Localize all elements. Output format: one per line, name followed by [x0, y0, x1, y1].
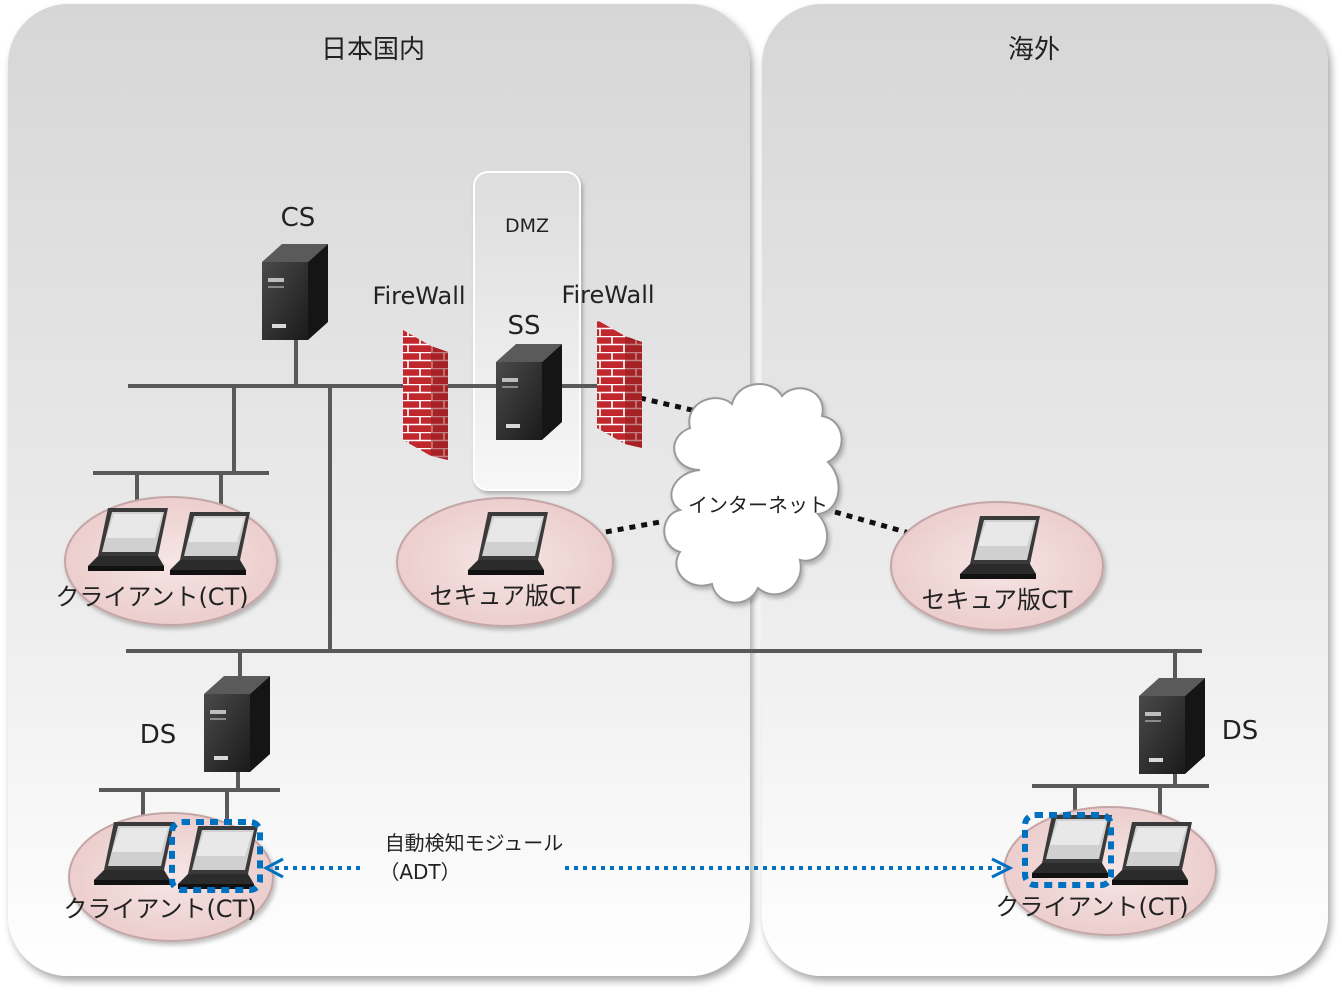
adt-arrows: [262, 857, 1014, 879]
firewall-right-icon: [597, 320, 642, 448]
client-group-label: クライアント(CT): [995, 893, 1188, 921]
firewall-left-icon: [403, 330, 448, 460]
cs-server-icon: [262, 244, 328, 340]
ss-label: SS: [507, 311, 540, 341]
region-overseas-label: 海外: [1008, 35, 1060, 65]
firewall-left-label: FireWall: [372, 282, 465, 310]
adt-highlight-domestic: [169, 819, 263, 893]
adt-label-line1: 自動検知モジュール: [385, 831, 564, 855]
client-group-label: クライアント(CT): [63, 895, 256, 923]
ss-server-icon: [496, 344, 562, 440]
ds-domestic-server-icon: [204, 676, 270, 772]
region-domestic-label: 日本国内: [321, 35, 425, 65]
secure-client-overseas: セキュア版CT: [890, 501, 1104, 631]
ds-domestic-label: DS: [140, 720, 177, 750]
ds-overseas-server-icon: [1139, 678, 1205, 774]
secure-client-label: セキュア版CT: [430, 582, 581, 610]
client-group-label: クライアント(CT): [55, 583, 248, 611]
adt-highlight-overseas: [1022, 812, 1114, 888]
firewall-right-label: FireWall: [561, 281, 654, 309]
adt-label-line2: （ADT）: [379, 860, 460, 884]
secure-client-domestic: セキュア版CT: [396, 497, 614, 627]
client-group-domestic-bottom: クライアント(CT): [63, 812, 274, 942]
secure-client-label: セキュア版CT: [922, 586, 1073, 614]
dmz-label: DMZ: [505, 215, 549, 237]
ds-overseas-label: DS: [1222, 716, 1259, 746]
internet-cloud-icon: [663, 383, 843, 604]
internet-label: インターネット: [688, 493, 828, 517]
cs-label: CS: [281, 203, 316, 233]
client-group-domestic-top: クライアント(CT): [55, 496, 278, 626]
